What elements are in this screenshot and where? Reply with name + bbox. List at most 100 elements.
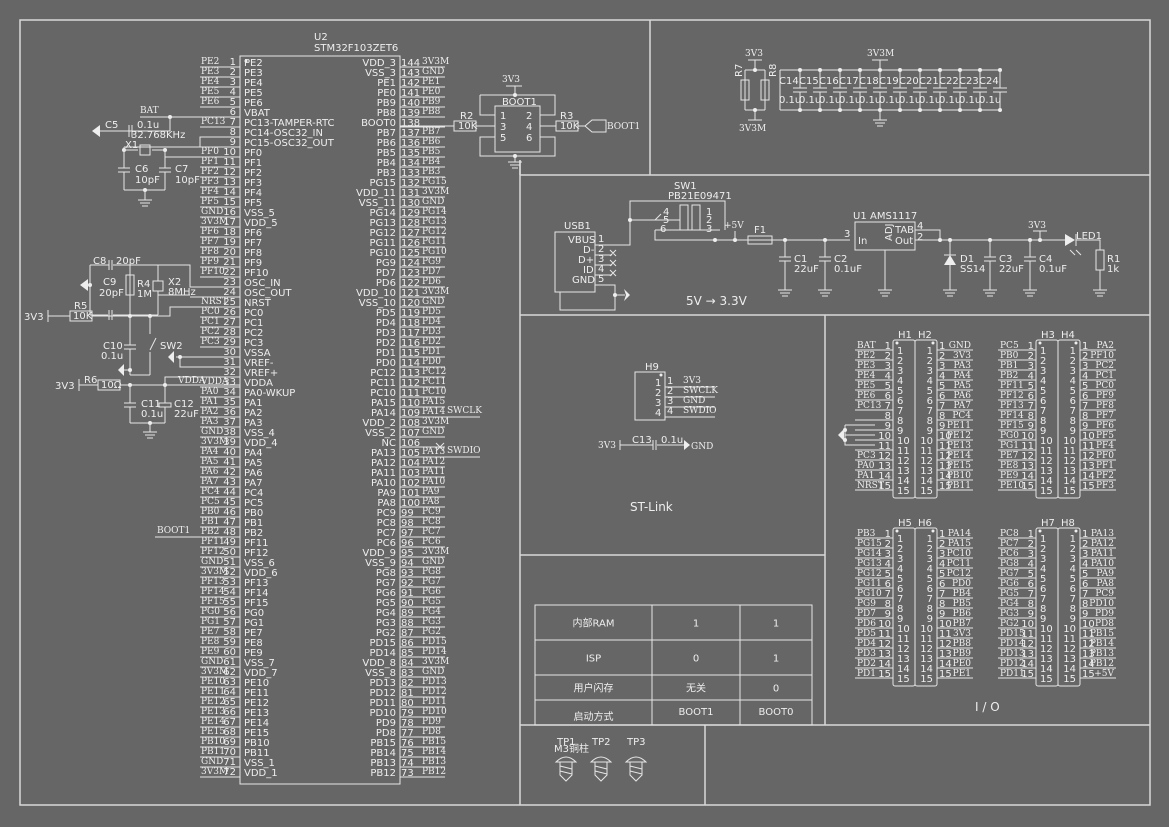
c13-ref: C13 — [632, 435, 652, 446]
table-cell: 用户闪存 — [574, 682, 614, 695]
left-support-circuit: BAT C5 0.1u 32.768KHz X1 C6 10pF C7 10pF — [24, 106, 240, 439]
pin-number: 23 — [223, 277, 236, 288]
pin-name: PB8 — [377, 108, 396, 119]
pin-number: 112 — [401, 378, 420, 389]
r8-ref: R8 — [768, 64, 779, 77]
pin-net-label: PE14 — [201, 717, 225, 727]
pin-name: PD4 — [376, 318, 396, 329]
pin-net-label: PF11 — [201, 537, 225, 547]
pin-number: 57 — [223, 617, 236, 628]
pin-number: 37 — [223, 417, 236, 428]
header-net-left: PE10 — [1000, 481, 1024, 491]
ground-icon — [508, 161, 522, 169]
h9-body — [634, 371, 666, 421]
boot-pin: 1 — [500, 111, 506, 122]
pin-net-label: PA4 — [201, 447, 219, 457]
pin-net-label: 3V3M — [422, 57, 449, 67]
pin-number: 13 — [920, 466, 933, 477]
header-net-right: PE11 — [947, 421, 971, 431]
header-net-left: PG1 — [1000, 441, 1019, 451]
pin-number: 11 — [897, 634, 910, 645]
pin-number: 5 — [1040, 574, 1046, 585]
c6-ref: C6 — [135, 164, 148, 175]
pin-name: VDD_1 — [244, 768, 278, 779]
pin-number: 60 — [223, 647, 236, 658]
header-net-right: PF6 — [1096, 421, 1114, 431]
pin-name: PA7 — [244, 478, 263, 489]
header-net-right: PF8 — [1096, 401, 1114, 411]
pin-number: 10 — [897, 436, 910, 447]
header-net-left: PD2 — [857, 659, 876, 669]
pin-name: PB7 — [377, 128, 396, 139]
pin-number: 13 — [920, 654, 933, 665]
pin-name: PG4 — [376, 608, 396, 619]
pin-number: 109 — [401, 408, 420, 419]
pin-name: PF12 — [244, 548, 269, 559]
pin-net-label: PE8 — [201, 637, 220, 647]
header-net-right: PB11 — [947, 481, 971, 491]
pin-name: PG15 — [369, 178, 396, 189]
pin-number: 47 — [223, 517, 236, 528]
pin-net-label: PB11 — [201, 747, 225, 757]
pin-number: 2 — [1028, 539, 1034, 550]
c10-ref: C10 — [103, 341, 123, 352]
cap-ref: C15 — [799, 76, 819, 87]
h9-pin-number: 2 — [667, 386, 673, 397]
pin-number: 9 — [1082, 421, 1088, 432]
pin-net-label: PG7 — [422, 577, 441, 587]
h9-pin-number-inner: 2 — [655, 388, 661, 399]
pin-net-label: PF4 — [201, 187, 219, 197]
pin-number: 135 — [401, 148, 420, 159]
pin-number: 4 — [1040, 376, 1046, 387]
pin-number: 45 — [223, 497, 236, 508]
power-section-label: 5V → 3.3V — [686, 294, 748, 308]
pin-number: 5 — [1040, 386, 1046, 397]
pin-number: 5 — [897, 574, 903, 585]
pin-number: 126 — [401, 238, 420, 249]
cap-value: 0.1u — [779, 95, 801, 106]
pin-number: 65 — [223, 697, 236, 708]
pin-name: PE9 — [244, 648, 263, 659]
x2-ref: X2 — [168, 277, 181, 288]
pin-name: PD6 — [376, 278, 396, 289]
pin-number: 13 — [1021, 649, 1034, 660]
c3-ref: C3 — [999, 254, 1012, 265]
pin-number: 96 — [401, 538, 414, 549]
pin-name: VBAT — [244, 108, 271, 119]
pin-name: PA2 — [244, 408, 263, 419]
pin-number: 133 — [401, 168, 420, 179]
pin-net-label: PD0 — [422, 357, 441, 367]
pin-number: 20 — [223, 247, 236, 258]
cap-ref: C14 — [779, 76, 799, 87]
header-net-right: PC1 — [1095, 371, 1114, 381]
ground-icon — [684, 440, 690, 450]
pin-net-label: 3V3M — [422, 547, 449, 557]
pin-number: 7 — [939, 401, 945, 412]
pin-number: 55 — [223, 597, 236, 608]
vdda-label: VDDA — [177, 376, 206, 386]
header-net-right: PB15 — [1090, 629, 1114, 639]
pin-name: VSS_5 — [244, 208, 275, 219]
sw1-pin: 3 — [706, 224, 712, 235]
pin-number: 11 — [1063, 634, 1076, 645]
pin-number: 14 — [920, 664, 933, 675]
pin-net-label: GND — [201, 427, 223, 437]
header-net-right: PB12 — [1090, 659, 1114, 669]
decoupling-capacitors: C140.1uC150.1uC160.1uC170.1uC180.1uC190.… — [779, 68, 1007, 112]
